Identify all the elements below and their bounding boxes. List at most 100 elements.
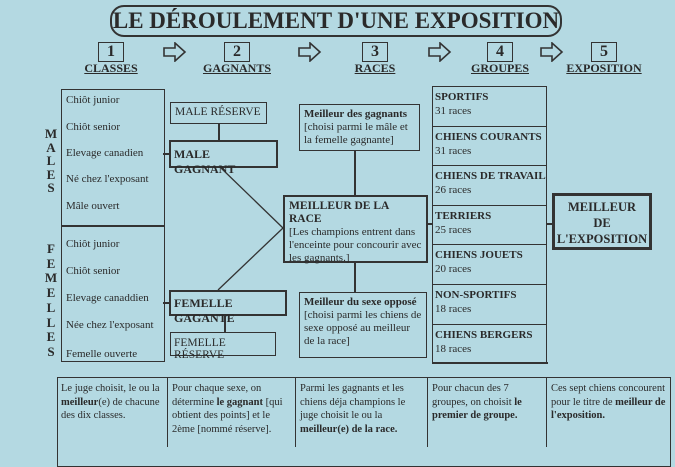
description-cell: Pour chaque sexe, on détermine le gagnan… bbox=[167, 377, 295, 447]
femelles-letter: L bbox=[46, 299, 56, 315]
right-arrow-icon bbox=[163, 41, 187, 67]
description-text: Pour chaque sexe, on détermine bbox=[172, 383, 262, 408]
divider bbox=[61, 225, 165, 227]
best-of-breed-title: MEILLEUR DE LA RACE bbox=[289, 200, 389, 225]
femelles-letter: S bbox=[47, 343, 55, 359]
femelles-letter: E bbox=[46, 285, 56, 301]
group-name: TERRIERS bbox=[435, 209, 492, 222]
best-of-winners-box: Meilleur des gagnants [choisi parmi le m… bbox=[299, 104, 420, 151]
best-in-show-line: MEILLEUR bbox=[567, 200, 637, 214]
group-name: NON-SPORTIFS bbox=[435, 289, 517, 301]
group-name: CHIENS COURANTS bbox=[435, 130, 542, 143]
male-reserve-box: MALE RÉSERVE bbox=[170, 102, 267, 124]
step-number: 2 bbox=[224, 42, 250, 62]
group-count: 31 races bbox=[435, 105, 472, 117]
female-class-item: Née chez l'exposant bbox=[66, 319, 154, 331]
best-opposite-sex-box: Meilleur du sexe opposé [choisi parmi le… bbox=[299, 292, 427, 358]
femelles-letter: M bbox=[44, 270, 58, 286]
description-cell: Le juge choisit, le ou la meilleur(e) de… bbox=[57, 377, 167, 447]
male-winner-box: MALE GAGNANT bbox=[169, 140, 278, 176]
males-letter: E bbox=[46, 166, 56, 182]
step-label: EXPOSITION bbox=[566, 61, 642, 75]
description-text: (e) bbox=[98, 396, 110, 408]
description-cell: Pour chacun des 7 groupes, on choisit le… bbox=[427, 377, 546, 447]
female-class-item: Elevage canaddien bbox=[66, 292, 149, 304]
description-text: meilleur bbox=[61, 396, 99, 408]
connector bbox=[224, 316, 226, 332]
best-of-breed-note: [Les champions entrent dans l'enceinte p… bbox=[289, 226, 422, 264]
group-count: 18 races bbox=[435, 303, 472, 315]
groups-bottom bbox=[432, 362, 548, 364]
description-text: le premier de groupe. bbox=[432, 396, 522, 422]
male-class-item: Chiôt junior bbox=[66, 94, 120, 106]
best-in-show-line: DE bbox=[593, 216, 611, 230]
female-class-item: Chiôt senior bbox=[66, 265, 121, 277]
step-number: 3 bbox=[362, 42, 388, 62]
males-letter: S bbox=[47, 180, 55, 195]
males-letter: M bbox=[44, 126, 58, 141]
description-text: Pour chacun des 7 groupes, on choisit bbox=[432, 383, 515, 408]
description-cell: Ces sept chiens concourent pour le titre… bbox=[546, 377, 671, 447]
female-winner-box: FEMELLE GAGANTE bbox=[169, 290, 287, 325]
group-count: 18 races bbox=[435, 342, 472, 355]
femelles-letter: F bbox=[47, 241, 55, 256]
male-class-item: Né chez l'exposant bbox=[66, 173, 149, 185]
male-class-item: Chiôt senior bbox=[66, 121, 121, 133]
step-number: 5 bbox=[591, 42, 617, 62]
connector bbox=[163, 302, 169, 304]
step-label: GAGNANTS bbox=[202, 61, 271, 75]
description-text: meilleur(e) de la race. bbox=[300, 423, 398, 435]
step-number: 4 bbox=[487, 42, 513, 62]
best-in-show-line: L'EXPOSITION bbox=[556, 232, 648, 246]
description-text: de chacune des dix classes. bbox=[61, 396, 160, 422]
group-box: SPORTIFS 31 races bbox=[432, 86, 547, 126]
male-class-item: Elevage canadien bbox=[66, 147, 144, 159]
description-text: Parmi les gagnants et les chiens déja ch… bbox=[300, 383, 406, 421]
best-opposite-sex-note: [choisi parmi les chiens de sexe opposé … bbox=[304, 309, 422, 347]
female-class-item: Femelle ouverte bbox=[66, 348, 138, 360]
female-class-item: Chiôt junior bbox=[66, 238, 120, 250]
description-text: Le juge choisit, le ou la bbox=[61, 383, 160, 394]
description-text: le gagnant bbox=[216, 396, 263, 408]
description-text: [qui obtient des points] et le 2ème [nom… bbox=[172, 396, 283, 435]
femelles-letter: E bbox=[46, 329, 56, 345]
group-count: 26 races bbox=[435, 184, 472, 197]
males-letter: L bbox=[46, 153, 56, 168]
group-name: CHIENS DE TRAVAIL bbox=[435, 170, 546, 183]
group-count: 20 races bbox=[435, 263, 472, 276]
connector bbox=[354, 151, 356, 195]
best-of-winners-title: Meilleur des gagnants bbox=[304, 108, 408, 120]
connector bbox=[428, 223, 433, 225]
right-arrow-icon bbox=[540, 41, 564, 67]
group-count: 31 races bbox=[435, 144, 472, 157]
page-title: LE DÉROULEMENT D'UNE EXPOSITION bbox=[110, 5, 562, 37]
female-reserve-box: FEMELLE RÉSERVE bbox=[170, 332, 276, 361]
step-label: CLASSES bbox=[84, 61, 138, 75]
step-label: RACES bbox=[354, 61, 396, 75]
connector bbox=[218, 124, 220, 140]
best-in-show-box: MEILLEUR DE L'EXPOSITION bbox=[552, 193, 652, 250]
group-count: 25 races bbox=[435, 223, 472, 236]
group-name: CHIENS JOUETS bbox=[435, 249, 523, 262]
best-of-breed-box: MEILLEUR DE LA RACE [Les champions entre… bbox=[283, 195, 428, 264]
group-name: SPORTIFS bbox=[435, 91, 489, 103]
right-arrow-icon bbox=[298, 41, 322, 67]
description-text: Ces sept chiens concourent pour le titre… bbox=[551, 383, 666, 408]
connector bbox=[546, 223, 552, 225]
description-text: meilleur de l'exposition. bbox=[551, 396, 666, 422]
connector bbox=[354, 263, 356, 292]
right-arrow-icon bbox=[428, 41, 452, 67]
femelles-letter: L bbox=[46, 314, 56, 330]
connector bbox=[163, 153, 169, 155]
males-letter: A bbox=[46, 139, 56, 155]
best-of-winners-note: [choisi parmi le mâle et la femelle gagn… bbox=[304, 121, 408, 146]
step-label: GROUPES bbox=[470, 61, 529, 75]
male-class-item: Mâle ouvert bbox=[66, 200, 120, 212]
step-number: 1 bbox=[98, 42, 124, 62]
